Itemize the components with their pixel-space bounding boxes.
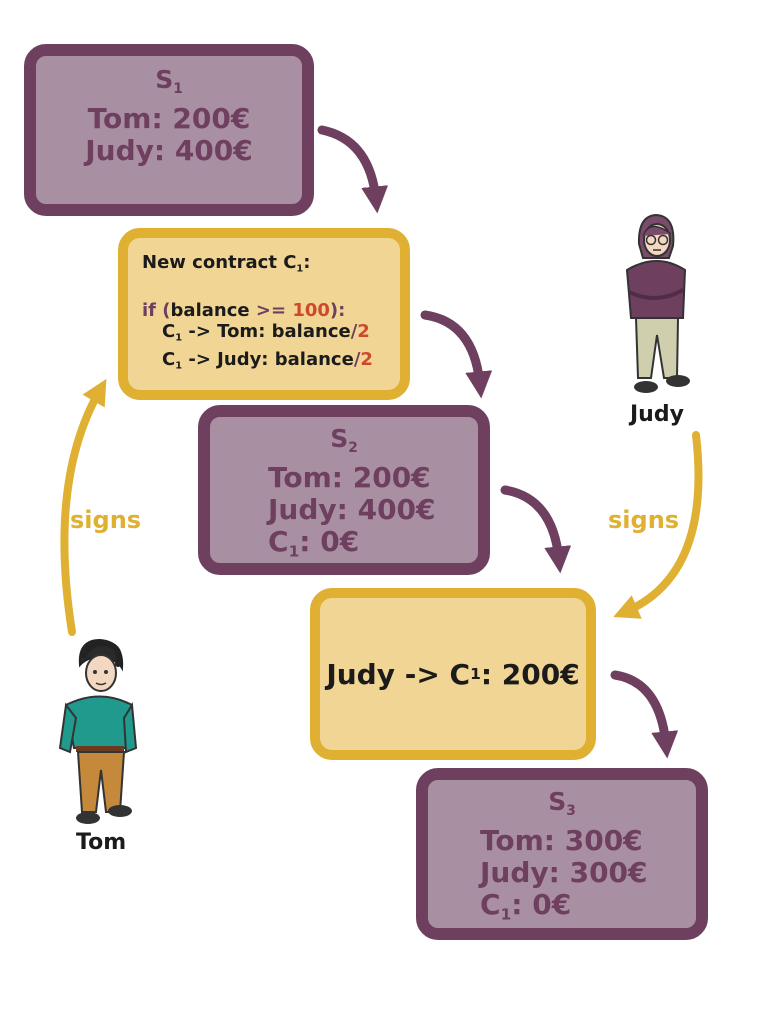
arrow-judy-signs-transaction <box>613 431 703 619</box>
tom-name-label: Tom <box>76 830 127 855</box>
arrow-s2-to-transaction <box>500 485 572 574</box>
arrow-transaction-to-s3 <box>610 670 679 759</box>
judy-name-label: Judy <box>630 402 684 427</box>
arrow-tom-signs-contract <box>60 378 107 636</box>
arrow-contract-to-s2 <box>420 310 493 399</box>
state-s1-judy-balance: Judy: 400€ <box>85 133 253 167</box>
contract-title: New contract C1: <box>142 252 311 275</box>
tom-figure-icon <box>58 638 138 824</box>
state-s1-tom-balance: Tom: 200€ <box>87 101 251 135</box>
state-s3-contract-balance: C1: 0€ <box>480 887 572 924</box>
state-s1-title: S1 <box>155 65 183 97</box>
state-s3-tom-balance: Tom: 300€ <box>480 823 643 857</box>
contract-payout-tom-line: C1 -> Tom: balance/2 <box>162 321 370 344</box>
state-s1-box: S1 Tom: 200€ Judy: 400€ <box>24 44 314 216</box>
contract-code: New contract C1: if (balance >= 100): C1… <box>142 252 373 376</box>
arrow-s1-to-contract <box>317 125 389 214</box>
state-s3-judy-balance: Judy: 300€ <box>480 855 648 889</box>
contract-transaction-box: New contract C1: if (balance >= 100): C1… <box>118 228 410 400</box>
state-s3-box: S3 Tom: 300€ Judy: 300€ C1: 0€ <box>416 768 708 940</box>
state-s2-judy-balance: Judy: 400€ <box>268 492 436 526</box>
state-s2-tom-balance: Tom: 200€ <box>268 460 431 494</box>
state-s2-box: S2 Tom: 200€ Judy: 400€ C1: 0€ <box>198 405 490 575</box>
judy-signs-label: signs <box>608 506 680 534</box>
tom-signs-label: signs <box>70 506 142 534</box>
state-s2-title: S2 <box>330 424 358 456</box>
state-s3-title: S3 <box>548 787 576 819</box>
state-s2-contract-balance: C1: 0€ <box>268 524 360 561</box>
judy-figure-icon <box>625 213 690 393</box>
contract-payout-judy-line: C1 -> Judy: balance/2 <box>162 348 373 372</box>
contract-condition-line: if (balance >= 100): <box>142 300 346 322</box>
